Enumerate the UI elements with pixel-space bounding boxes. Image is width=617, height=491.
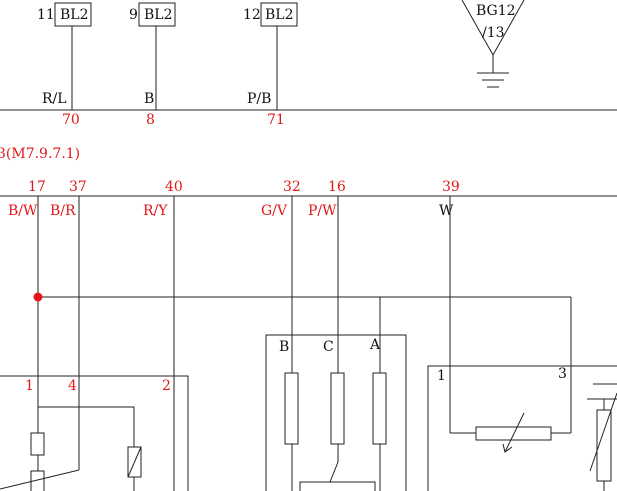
middle-component: B C A — [265, 334, 407, 491]
ground-label-line1: BG12 — [476, 3, 516, 19]
middle-resistor-b — [284, 372, 299, 445]
left-component-pin: 2 — [162, 378, 171, 394]
potentiometer-wiper — [504, 412, 525, 453]
middle-lead-c — [329, 444, 339, 483]
ecu-pin-label: 37 — [69, 179, 87, 195]
ecu-wire-color: B/R — [50, 203, 76, 219]
right-terminal-label: 3 — [558, 366, 567, 382]
ecu-pin-label: 40 — [165, 179, 183, 195]
connector-box — [138, 2, 176, 27]
left-component-pin: 4 — [68, 378, 77, 394]
left-component-internal-wire — [38, 406, 135, 447]
ecu-pin-label: 17 — [28, 179, 46, 195]
connector-name: BL2 — [144, 7, 173, 23]
left-component-frame — [0, 375, 189, 491]
ecu-wire-color: R/Y — [143, 203, 168, 219]
middle-terminal-label: B — [279, 339, 289, 355]
middle-terminal-label: C — [323, 339, 334, 355]
right-terminal-label: 1 — [437, 368, 446, 384]
left-component: 1 4 2 — [0, 375, 189, 491]
connector-box — [260, 2, 298, 27]
splice-point — [33, 292, 43, 302]
connector-name: BL2 — [60, 7, 89, 23]
potentiometer-wiper-arrowhead — [502, 443, 513, 453]
middle-resistor-a — [372, 372, 387, 445]
left-component-resistor-1 — [30, 432, 45, 456]
wire-color-label: B — [144, 91, 154, 107]
connector-name: BL2 — [265, 7, 294, 23]
left-component-diagonal — [0, 469, 80, 490]
ecu-wire-color: P/W — [308, 203, 337, 219]
ecu-pin-label: 32 — [283, 179, 301, 195]
middle-terminal-label: A — [369, 337, 381, 353]
ground-symbol: BG12 /13 — [461, 0, 525, 88]
right-element-diagonal — [589, 392, 617, 472]
right-component-frame — [427, 365, 617, 491]
connector-pin-number: 12 — [243, 7, 261, 23]
ecu-wire-color: W — [439, 203, 454, 219]
wire-pin-label: 8 — [146, 112, 155, 128]
ecu-wire-color: G/V — [261, 203, 288, 219]
middle-component-frame — [265, 334, 407, 491]
left-component-element-slash — [127, 446, 142, 478]
connector-pin-number: 11 — [37, 7, 55, 23]
left-component-pin: 1 — [25, 378, 34, 394]
connector-bl2-11: 11 BL2 — [37, 2, 92, 110]
connector-bl2-9: 9 BL2 — [129, 2, 176, 110]
ecu-wire-color: B/W — [8, 203, 38, 219]
middle-bottom-element — [299, 481, 376, 491]
wire-color-label: R/L — [42, 91, 67, 107]
wire-pin-label: 71 — [267, 112, 285, 128]
connector-box — [54, 2, 92, 27]
ground-label-line2: /13 — [482, 25, 505, 41]
right-component: 1 3 — [427, 365, 617, 491]
middle-resistor-c — [330, 372, 345, 445]
connector-pin-number: 9 — [129, 7, 138, 23]
wire-color-label: P/B — [247, 91, 271, 107]
wire-pin-label: 70 — [62, 112, 80, 128]
ecu-label: 3(M7.9.7.1) — [0, 146, 80, 162]
ecu-pin-label: 16 — [328, 179, 346, 195]
connector-bl2-12: 12 BL2 — [243, 2, 298, 110]
ecu-pin-label: 39 — [442, 179, 460, 195]
